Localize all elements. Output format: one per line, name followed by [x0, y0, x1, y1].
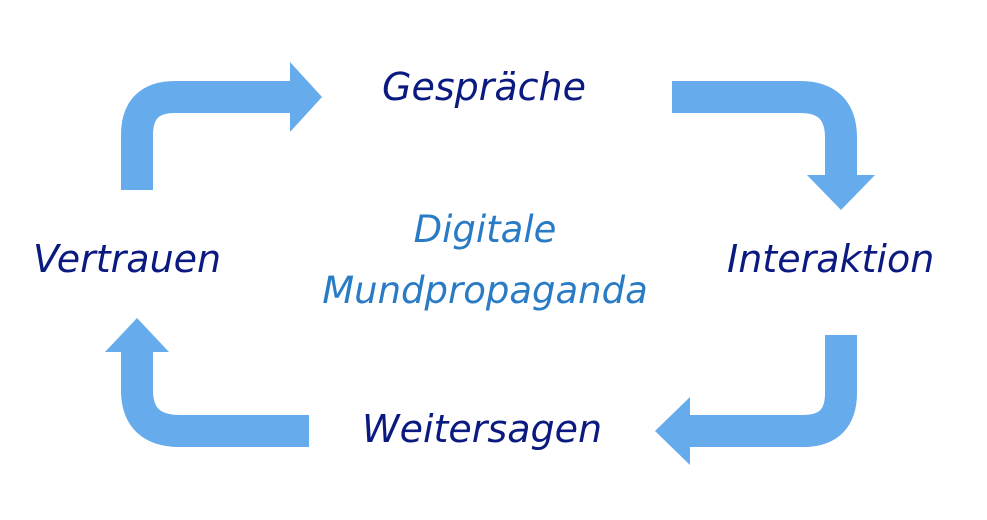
node-interaktion: Interaktion — [727, 237, 935, 281]
node-vertrauen: Vertrauen — [33, 237, 222, 281]
center-title-line1: Digitale — [413, 208, 557, 251]
arrow-interaktion-to-weitersagen — [655, 335, 857, 465]
node-weitersagen: Weitersagen — [362, 407, 603, 451]
node-gespraeche: Gespräche — [382, 65, 587, 109]
center-title-line2: Mundpropaganda — [322, 269, 648, 312]
arrow-gespraeche-to-interaktion — [672, 81, 875, 210]
arrow-vertrauen-to-gespraeche — [121, 62, 322, 190]
arrow-weitersagen-to-vertrauen — [105, 318, 309, 447]
